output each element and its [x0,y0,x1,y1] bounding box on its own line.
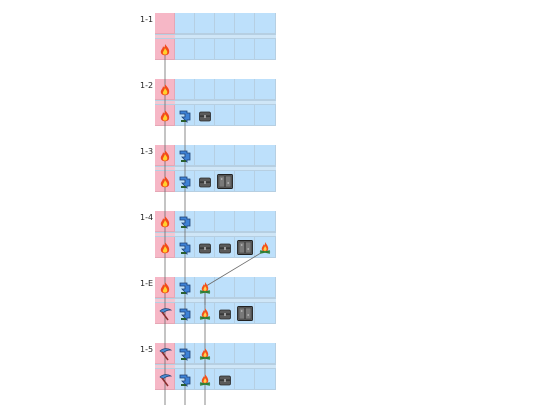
grid-cell[interactable] [255,13,276,34]
grid-cell[interactable] [155,13,175,34]
campfire-icon[interactable] [198,373,212,387]
blue-arrow-icon[interactable] [178,347,192,361]
level-grid [155,13,276,60]
level-label: 1-3 [140,147,154,156]
blue-arrow-icon[interactable] [178,241,192,255]
row-divider-start [155,35,175,38]
grid-cell[interactable] [255,369,276,390]
level-label: 1-5 [140,345,154,354]
grid-cell[interactable] [235,369,255,390]
row-divider [155,364,276,369]
level-label: 1-1 [140,15,154,24]
row-divider-start [155,365,175,368]
treasure-chest-icon[interactable] [218,241,232,255]
fire-icon[interactable] [158,175,172,189]
row-divider [155,298,276,303]
blue-arrow-icon[interactable] [178,281,192,295]
fire-icon[interactable] [158,109,172,123]
grid-cell[interactable] [255,211,276,232]
blue-arrow-icon[interactable] [178,109,192,123]
level-grid [155,343,276,390]
grid-cell[interactable] [215,39,235,60]
fire-icon[interactable] [158,215,172,229]
grid-cell[interactable] [255,171,276,192]
grid-cell[interactable] [215,79,235,100]
level-grid [155,277,276,324]
row-divider [155,166,276,171]
grid-cell[interactable] [255,105,276,126]
blue-arrow-icon[interactable] [178,175,192,189]
grid-cell[interactable] [235,211,255,232]
treasure-chest-icon[interactable] [218,373,232,387]
grid-cell[interactable] [215,211,235,232]
iron-cabinet-icon[interactable] [236,239,254,256]
row-divider-start [155,101,175,104]
row-divider [155,232,276,237]
iron-cabinet-icon[interactable] [236,305,254,322]
treasure-chest-icon[interactable] [198,175,212,189]
blue-arrow-icon[interactable] [178,215,192,229]
fire-icon[interactable] [158,241,172,255]
scythe-icon[interactable] [158,307,172,321]
grid-cell[interactable] [215,343,235,364]
fire-icon[interactable] [158,281,172,295]
fire-icon[interactable] [158,149,172,163]
grid-cell[interactable] [195,79,215,100]
fire-icon[interactable] [158,83,172,97]
grid-cell[interactable] [255,79,276,100]
grid-cell[interactable] [235,13,255,34]
grid-cell[interactable] [235,171,255,192]
scythe-icon[interactable] [158,373,172,387]
grid-cell[interactable] [255,303,276,324]
scythe-icon[interactable] [158,347,172,361]
grid-cell[interactable] [235,343,255,364]
grid-cell[interactable] [235,39,255,60]
grid-cell[interactable] [215,277,235,298]
blue-arrow-icon[interactable] [178,307,192,321]
grid-cell[interactable] [175,79,195,100]
grid-cell[interactable] [215,13,235,34]
grid-cell[interactable] [255,145,276,166]
level-grid [155,79,276,126]
row-divider-start [155,299,175,302]
grid-cell[interactable] [215,145,235,166]
treasure-chest-icon[interactable] [198,241,212,255]
fire-icon[interactable] [158,43,172,57]
grid-cell[interactable] [175,13,195,34]
grid-cell[interactable] [195,211,215,232]
grid-cell[interactable] [235,79,255,100]
blue-arrow-icon[interactable] [178,373,192,387]
grid-cell[interactable] [255,39,276,60]
row-divider-start [155,233,175,236]
campfire-icon[interactable] [198,347,212,361]
row-divider [155,34,276,39]
grid-cell[interactable] [235,105,255,126]
level-label: 1-E [140,279,154,288]
grid-cell[interactable] [255,277,276,298]
grid-cell[interactable] [175,39,195,60]
blue-arrow-icon[interactable] [178,149,192,163]
level-label: 1-4 [140,213,154,222]
treasure-chest-icon[interactable] [198,109,212,123]
grid-cell[interactable] [195,13,215,34]
grid-cell[interactable] [255,343,276,364]
grid-cell[interactable] [235,277,255,298]
campfire-icon[interactable] [198,307,212,321]
row-divider-start [155,167,175,170]
grid-cell[interactable] [195,39,215,60]
level-label: 1-2 [140,81,154,90]
grid-cell[interactable] [195,145,215,166]
treasure-chest-icon[interactable] [218,307,232,321]
campfire-icon[interactable] [198,281,212,295]
row-divider [155,100,276,105]
grid-cell[interactable] [215,105,235,126]
campfire-icon[interactable] [258,241,272,255]
iron-cabinet-icon[interactable] [216,173,234,190]
grid-cell[interactable] [235,145,255,166]
